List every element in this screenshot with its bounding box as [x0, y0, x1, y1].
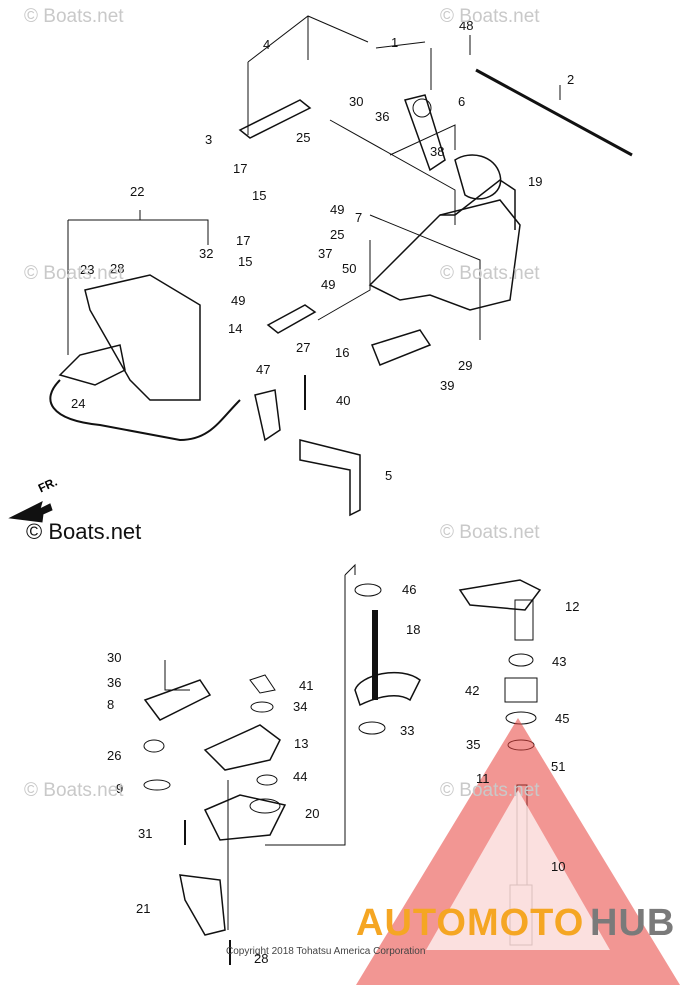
callout: 22	[130, 184, 144, 199]
callout: 37	[318, 246, 332, 261]
callouts: 1 2 3 4 5 6 7 8 9 10 11 12 13 14 15 15 1…	[71, 18, 579, 966]
callout: 7	[355, 210, 362, 225]
callout: 30	[107, 650, 121, 665]
callout: 11	[476, 771, 490, 786]
callout: 30	[349, 94, 363, 109]
callout: 8	[107, 697, 114, 712]
watermark: © Boats.net	[440, 780, 540, 801]
brand-name-part1: AUTOMOTO	[356, 902, 585, 944]
callout: 44	[293, 769, 307, 784]
brand-logo	[356, 718, 680, 985]
callout: 43	[552, 654, 566, 669]
callout: 34	[293, 699, 307, 714]
callout: 9	[116, 781, 123, 796]
callout: 48	[459, 18, 473, 33]
callout: 21	[136, 901, 150, 916]
callout: 20	[305, 806, 319, 821]
callout: 31	[138, 826, 152, 841]
callout: 28	[110, 261, 124, 276]
watermark: © Boats.net	[440, 6, 540, 27]
callout: 17	[233, 161, 247, 176]
callout: 13	[294, 736, 308, 751]
watermark: © Boats.net	[440, 263, 540, 284]
callout: 40	[336, 393, 350, 408]
callout: 47	[256, 362, 270, 377]
callout: 14	[228, 321, 242, 336]
brand-name-part2: HUB	[590, 902, 676, 944]
callout: 39	[440, 378, 454, 393]
callout: 15	[252, 188, 266, 203]
callout: 45	[555, 711, 569, 726]
callout: 29	[458, 358, 472, 373]
callout: 2	[567, 72, 574, 87]
callout: 24	[71, 396, 85, 411]
callout: 49	[321, 277, 335, 292]
callout: 17	[236, 233, 250, 248]
callout: 46	[402, 582, 416, 597]
callout: 16	[335, 345, 349, 360]
callout: 23	[80, 262, 94, 277]
callout: 6	[458, 94, 465, 109]
watermark: © Boats.net	[24, 6, 124, 27]
callout: 49	[330, 202, 344, 217]
callout: 50	[342, 261, 356, 276]
callout: 4	[263, 37, 270, 52]
callout: 28	[254, 951, 268, 966]
callout: 10	[551, 859, 565, 874]
callout: 25	[330, 227, 344, 242]
watermark: © Boats.net	[24, 263, 124, 284]
copyright-label: © Boats.net	[26, 519, 142, 544]
footer-copyright: Copyright 2018 Tohatsu America Corporati…	[226, 946, 426, 957]
diagram-lines	[8, 15, 633, 965]
callout: 35	[466, 737, 480, 752]
callout: 41	[299, 678, 313, 693]
callout: 32	[199, 246, 213, 261]
callout: 38	[430, 144, 444, 159]
callout: 19	[528, 174, 542, 189]
watermark: © Boats.net	[24, 780, 124, 801]
callout: 5	[385, 468, 392, 483]
callout: 18	[406, 622, 420, 637]
callout: 36	[375, 109, 389, 124]
watermark: © Boats.net	[440, 522, 540, 543]
callout: 25	[296, 130, 310, 145]
callout: 26	[107, 748, 121, 763]
callout: 33	[400, 723, 414, 738]
callout: 51	[551, 759, 565, 774]
callout: 27	[296, 340, 310, 355]
callout: 12	[565, 599, 579, 614]
callout: 3	[205, 132, 212, 147]
callout: 49	[231, 293, 245, 308]
callout: 36	[107, 675, 121, 690]
callout: 15	[238, 254, 252, 269]
callout: 42	[465, 683, 479, 698]
callout: 1	[391, 35, 398, 50]
